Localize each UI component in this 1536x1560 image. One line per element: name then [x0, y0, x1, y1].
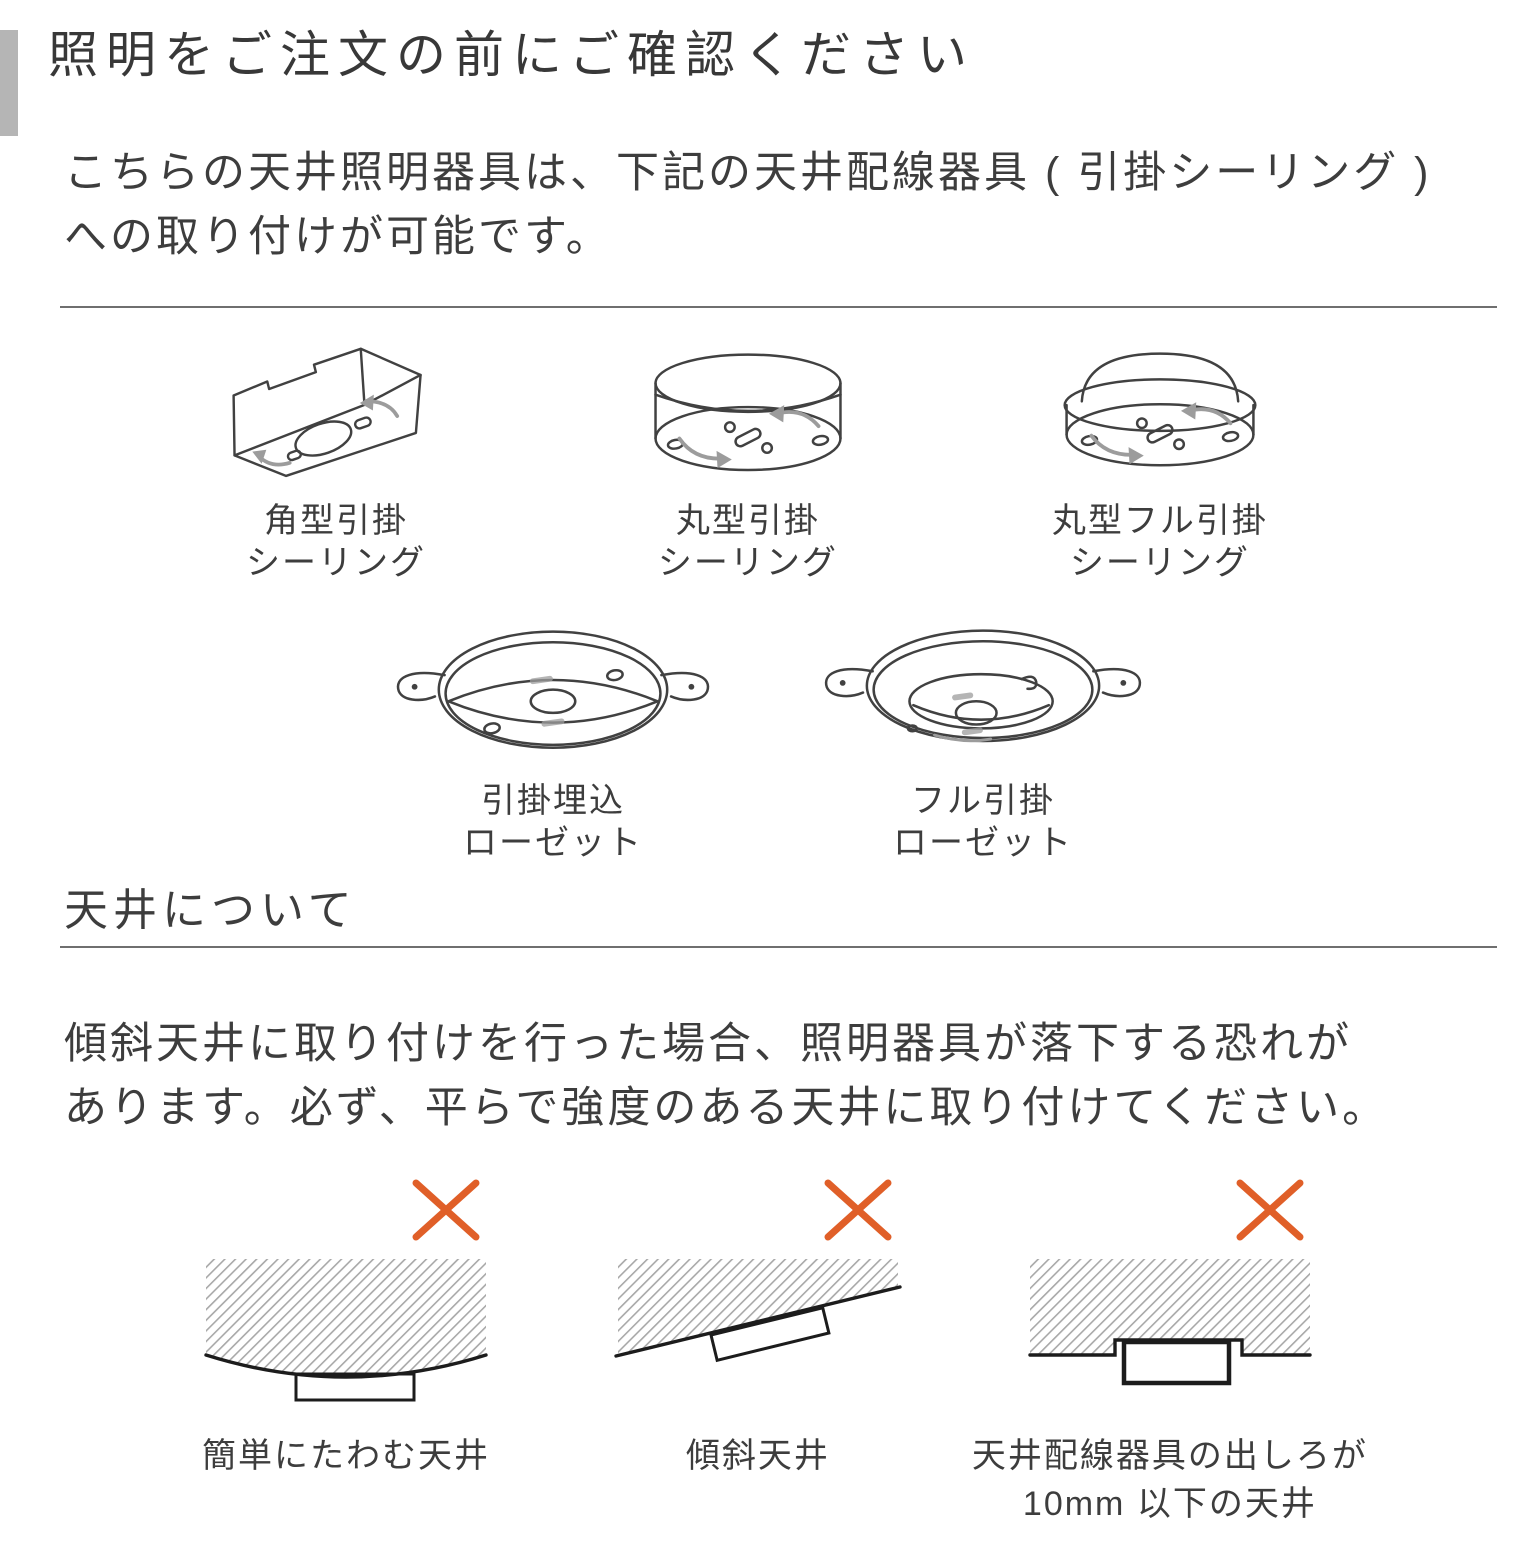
fixture-label: ローゼット — [893, 824, 1073, 862]
fixture-row-2: 引掛埋込 ローゼット フル引掛 — [0, 615, 1536, 865]
hook-embedded-rosette-icon — [396, 629, 710, 749]
intro-paragraph: こちらの天井照明器具は、下記の天井配線器具 ( 引掛シーリング ) への取り付け… — [64, 141, 1496, 270]
sloped-ceiling-diagram — [614, 1258, 902, 1362]
fixture-row-1: 角型引掛 シーリング 丸型引掛 シーリング — [0, 340, 1536, 585]
fixture-label: 丸型引掛 — [675, 501, 820, 540]
warning-sloped-ceiling: 傾斜天井 — [552, 1179, 964, 1529]
fixture-label: フル引掛 — [911, 781, 1055, 820]
warning-line-2: あります。必ず、平らで強度のある天井に取り付けてください。 — [64, 1084, 1389, 1132]
warning-easily-bending-ceiling: 簡単にたわむ天井 — [140, 1179, 552, 1529]
divider-ceiling — [60, 945, 1497, 948]
ceiling-warning-paragraph: 傾斜天井に取り付けを行った場合、照明器具が落下する恐れが あります。必ず、平らで… — [64, 1012, 1496, 1141]
intro-line-1: こちらの天井照明器具は、下記の天井配線器具 ( 引掛シーリング ) — [64, 148, 1432, 197]
square-hook-ceiling-icon — [232, 347, 423, 477]
page-title: 照明をご注文の前にご確認ください — [48, 27, 975, 83]
warning-label: 天井配線器具の出しろが — [971, 1436, 1368, 1475]
warning-label: 10mm 以下の天井 — [1022, 1484, 1317, 1523]
title-accent-bar — [0, 30, 18, 136]
x-mark-icon — [412, 1179, 480, 1240]
fixture-label: シーリング — [245, 544, 426, 582]
x-mark-icon — [824, 1179, 892, 1240]
round-hook-ceiling-icon — [654, 352, 842, 471]
intro-line-2: への取り付けが可能です。 — [64, 213, 612, 261]
ceiling-warning-diagrams: 簡単にたわむ天井 — [0, 1179, 1536, 1529]
low-protrusion-ceiling-diagram — [1028, 1258, 1312, 1385]
fixture-round-full-hook-ceiling: 丸型フル引掛 シーリング — [954, 340, 1366, 585]
ceiling-section-title: 天井について — [64, 885, 357, 935]
warning-line-1: 傾斜天井に取り付けを行った場合、照明器具が落下する恐れが — [64, 1019, 1352, 1068]
round-full-hook-ceiling-icon — [1063, 351, 1257, 466]
fixture-label: 角型引掛 — [263, 501, 408, 540]
full-hook-rosette-icon — [824, 628, 1142, 742]
bending-ceiling-diagram — [204, 1258, 488, 1401]
fixture-full-hook-rosette: フル引掛 ローゼット — [768, 615, 1198, 865]
fixture-label: ローゼット — [463, 824, 643, 862]
warning-low-protrusion-ceiling: 天井配線器具の出しろが 10mm 以下の天井 — [964, 1179, 1376, 1529]
divider-top — [60, 305, 1497, 308]
fixture-hook-embedded-rosette: 引掛埋込 ローゼット — [338, 615, 768, 865]
lighting-notice-page: { "notice": { "title": "照明をご注文の前にご確認ください… — [0, 24, 1536, 1560]
fixture-label: 引掛埋込 — [481, 781, 625, 820]
fixture-label: シーリング — [657, 544, 838, 582]
warning-label: 簡単にたわむ天井 — [201, 1436, 490, 1475]
fixture-square-hook-ceiling: 角型引掛 シーリング — [130, 340, 542, 585]
fixture-label: シーリング — [1069, 544, 1250, 582]
fixture-label: 丸型フル引掛 — [1051, 501, 1268, 540]
warning-label: 傾斜天井 — [685, 1436, 830, 1475]
x-mark-icon — [1236, 1179, 1304, 1240]
fixture-round-hook-ceiling: 丸型引掛 シーリング — [542, 340, 954, 585]
